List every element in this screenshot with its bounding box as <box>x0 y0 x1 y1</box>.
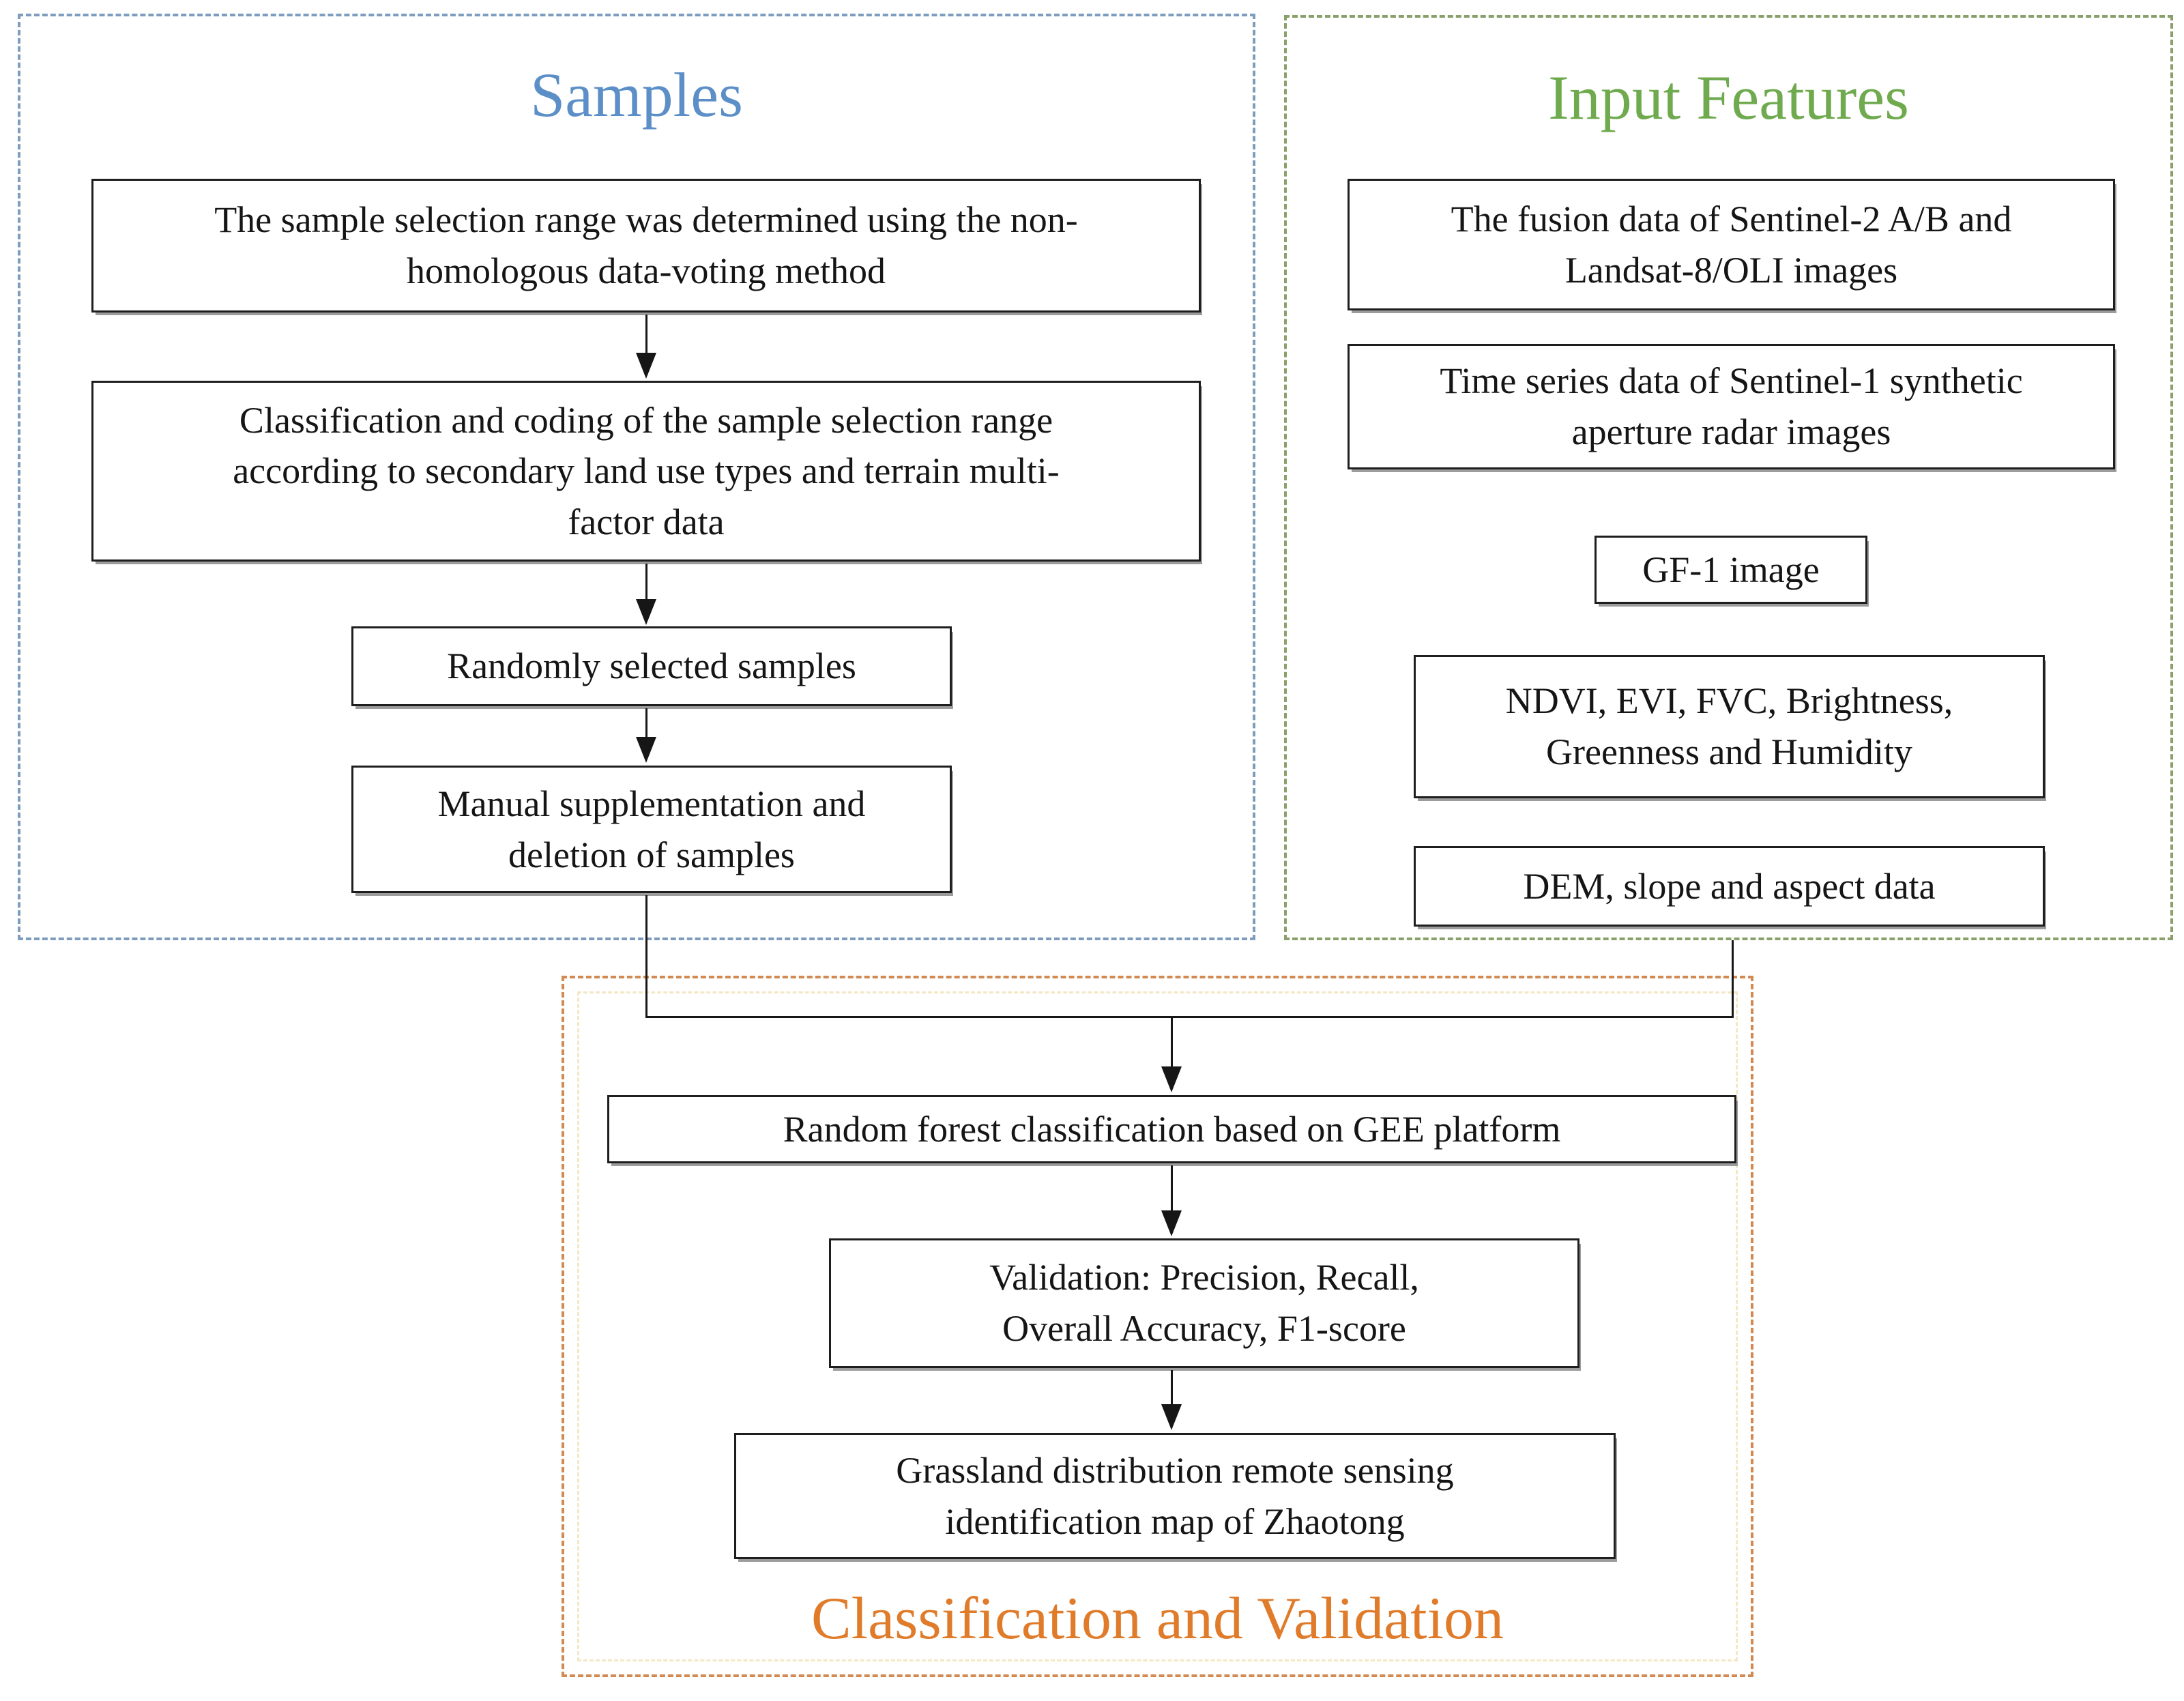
box-random-forest-classification: Random forest classification based on GE… <box>607 1095 1736 1163</box>
arrow-shaft <box>1171 1165 1173 1212</box>
arrow-down-icon <box>636 599 656 625</box>
arrow-shaft <box>645 708 647 737</box>
box-gf1-image: GF-1 image <box>1595 536 1867 604</box>
arrow-shaft <box>1171 1016 1173 1068</box>
input-features-section-title: Input Features <box>1548 63 1909 132</box>
arrow-down-icon <box>636 737 656 763</box>
connector-line-samples <box>645 895 647 1018</box>
arrow-down-icon <box>1161 1404 1182 1430</box>
box-grassland-identification-map: Grassland distribution remote sensing id… <box>734 1433 1616 1559</box>
connector-line-input-features <box>1732 940 1734 1018</box>
samples-section-title: Samples <box>530 60 743 130</box>
arrow-shaft <box>645 315 647 353</box>
box-spectral-indices: NDVI, EVI, FVC, Brightness, Greenness an… <box>1414 655 2045 798</box>
box-sample-selection-range: The sample selection range was determine… <box>91 179 1201 312</box>
box-manual-supplementation: Manual supplementation and deletion of s… <box>351 766 952 893</box>
box-validation-metrics: Validation: Precision, Recall, Overall A… <box>829 1238 1579 1368</box>
arrow-down-icon <box>1161 1066 1182 1092</box>
arrow-shaft <box>1171 1370 1173 1406</box>
connector-line-horizontal <box>645 1016 1734 1018</box>
classification-validation-section-title: Classification and Validation <box>811 1586 1504 1652</box>
box-dem-slope-aspect: DEM, slope and aspect data <box>1414 846 2045 927</box>
arrow-shaft <box>645 564 647 600</box>
box-time-series-sar: Time series data of Sentinel-1 synthetic… <box>1348 344 2115 469</box>
input-features-section-frame: Input Features <box>1284 15 2173 940</box>
arrow-down-icon <box>1161 1210 1182 1236</box>
box-randomly-selected-samples: Randomly selected samples <box>351 626 952 706</box>
box-fusion-data: The fusion data of Sentinel-2 A/B and La… <box>1348 179 2115 310</box>
arrow-down-icon <box>636 353 656 379</box>
box-classification-coding: Classification and coding of the sample … <box>91 381 1201 562</box>
